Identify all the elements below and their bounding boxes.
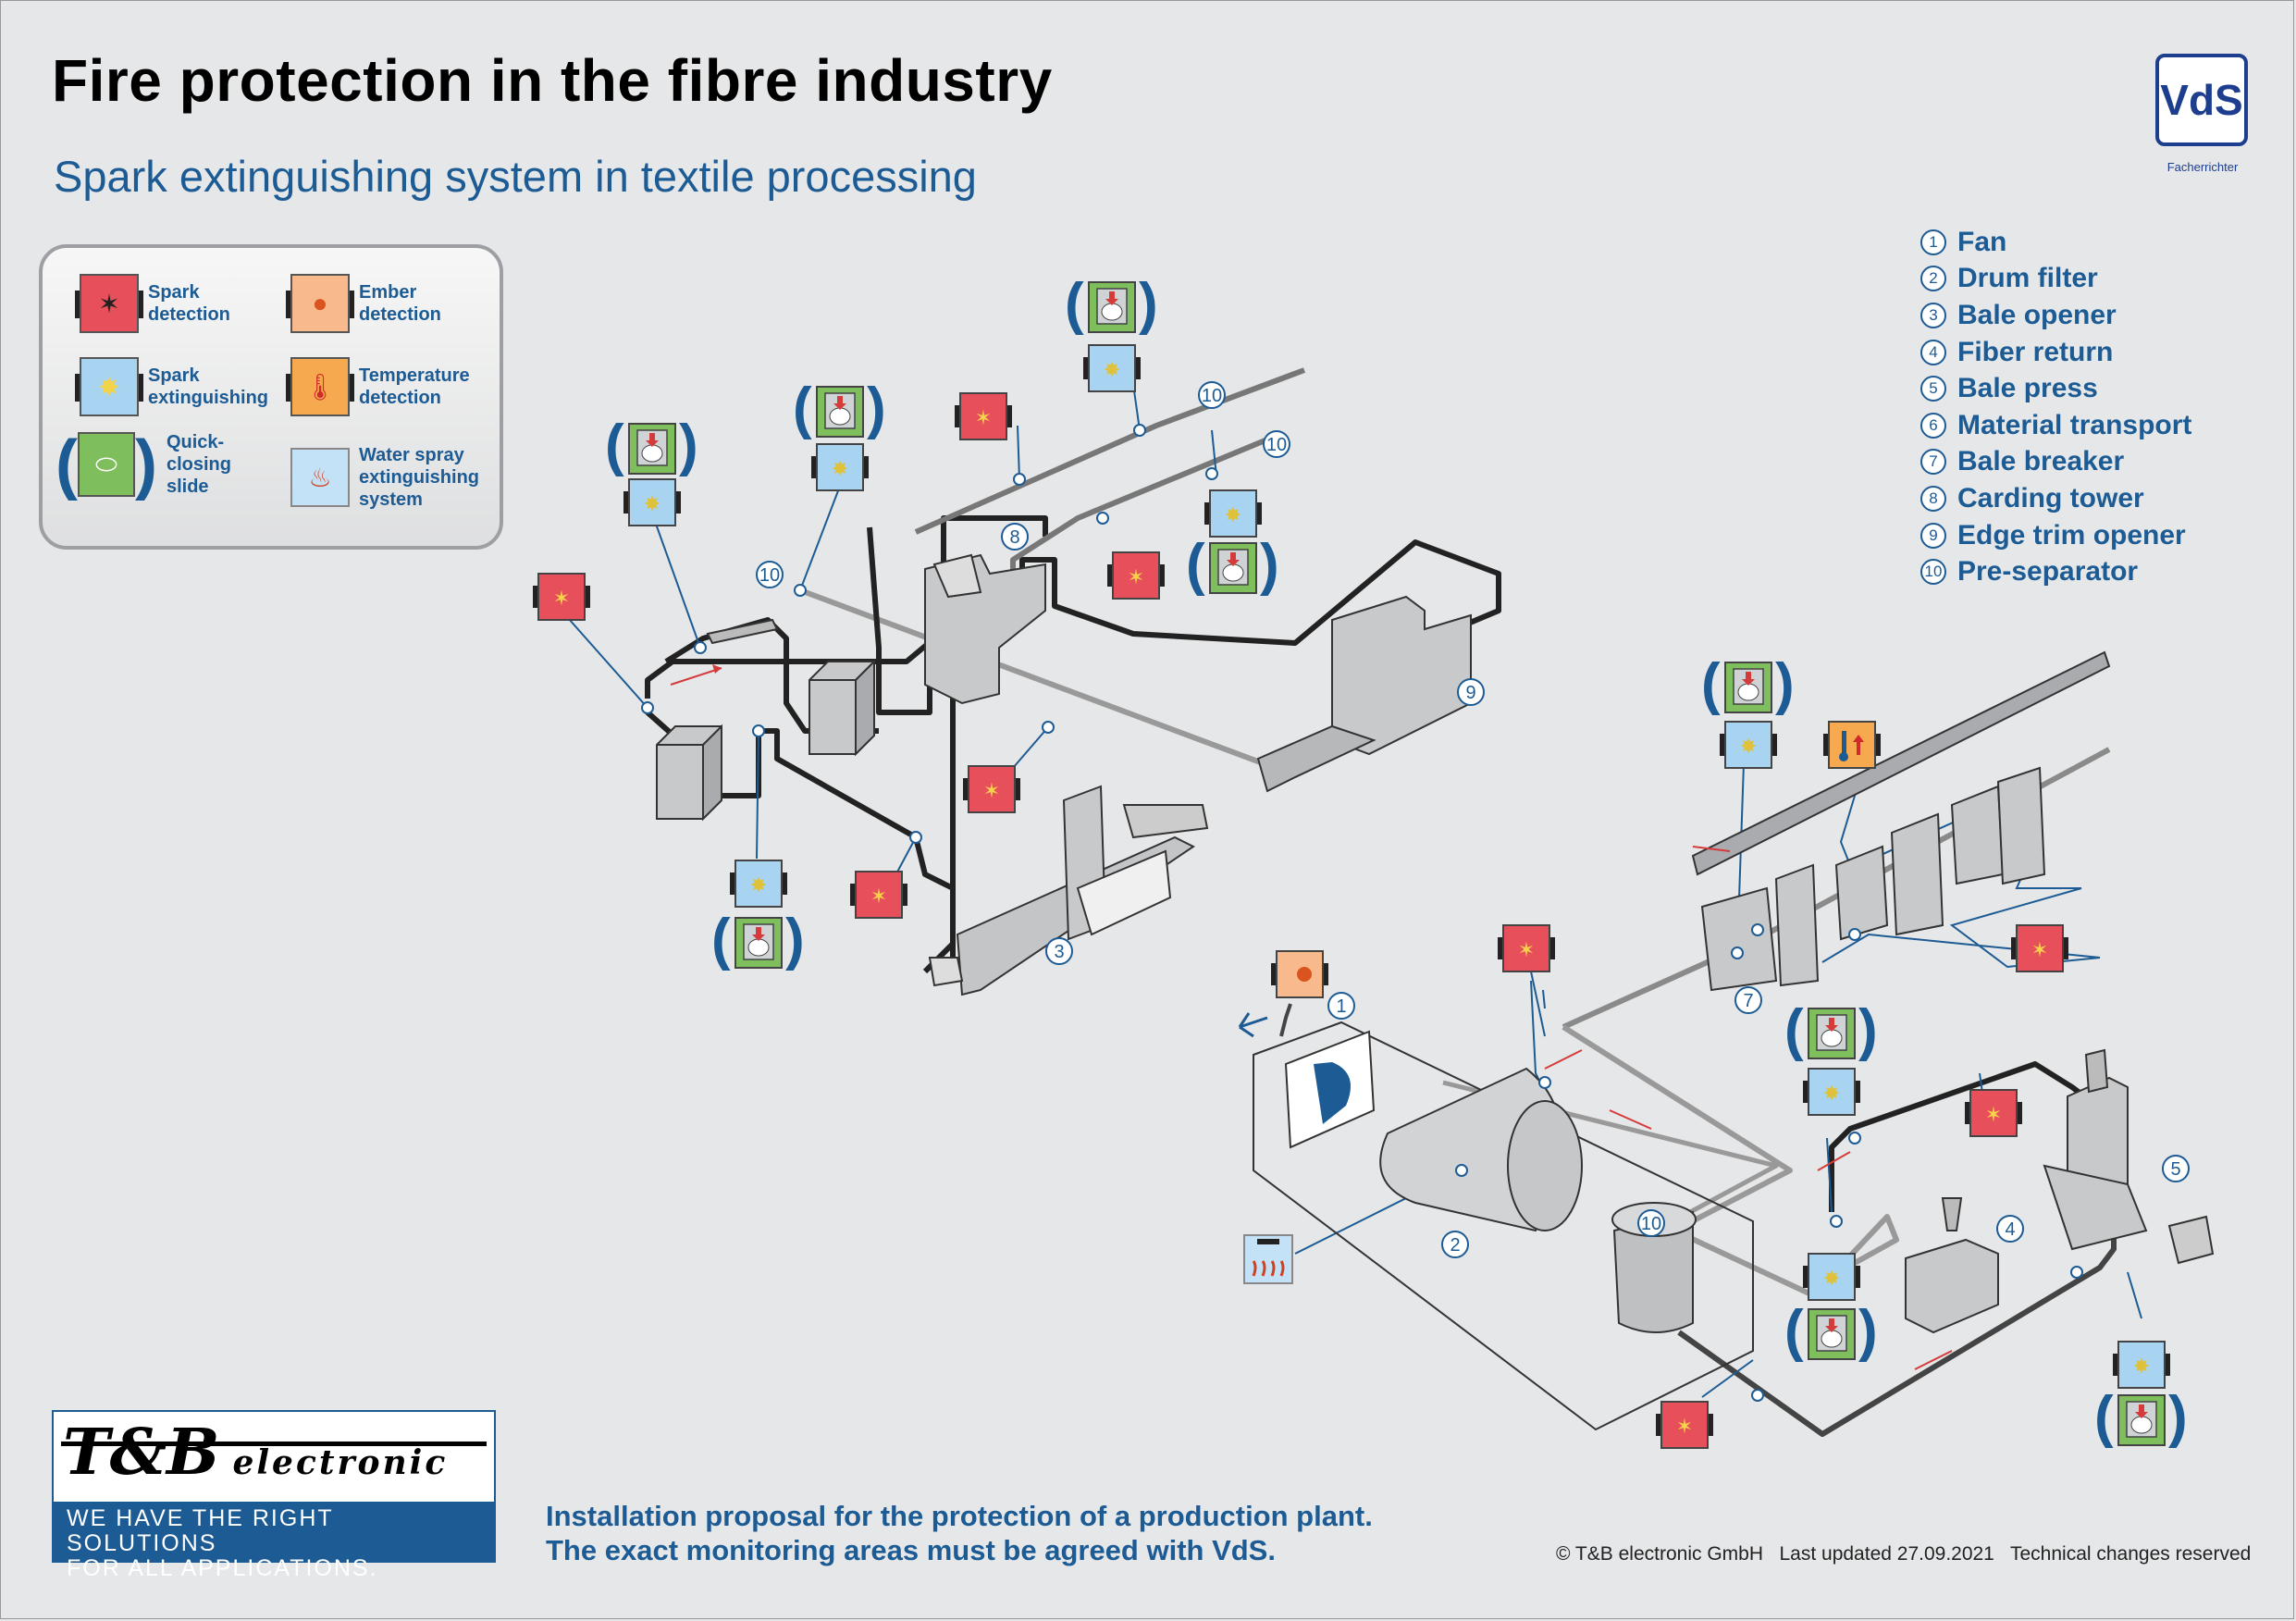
quick-closing-slide-icon xyxy=(792,376,887,441)
spark-detector-icon xyxy=(1106,551,1166,600)
legend-item-quick-closing-slide: ( ⬭ ) Quick-closing slide xyxy=(56,427,231,501)
spark-detector-icon xyxy=(1964,1089,2023,1137)
vds-caption: Facherrichter xyxy=(2166,160,2239,174)
company-logo: T&B electronic WE HAVE THE RIGHT SOLUTION… xyxy=(52,1410,496,1581)
tag-1: 1 xyxy=(1327,992,1355,1020)
legend-item-ember-detection: ● Ember detection xyxy=(286,274,461,333)
quick-closing-slide-icon xyxy=(604,413,699,478)
water-spray-icon: ♨ xyxy=(290,448,350,507)
svg-text:7: 7 xyxy=(1743,991,1753,1011)
installation-note: Installation proposal for the protection… xyxy=(546,1500,1373,1566)
legend-item-spark-extinguishing: ✸ Spark extinguishing xyxy=(75,357,278,416)
tag-10-a: 10 xyxy=(1198,381,1226,409)
spark-detector-icon xyxy=(532,573,591,621)
other-detectors xyxy=(1243,721,1881,1284)
svg-text:5: 5 xyxy=(2170,1159,2180,1180)
spark-extinguisher-icon: ✸ xyxy=(75,357,143,416)
ember-detector-icon: ● xyxy=(286,274,354,333)
spark-detector-icon xyxy=(1655,1401,1714,1449)
quick-closing-slide-icon xyxy=(1064,271,1159,337)
spark-extinguisher-icon xyxy=(1082,344,1142,392)
legend-panel: ✶ Spark detection ● Ember detection ✸ Sp… xyxy=(39,244,503,550)
tag-7: 7 xyxy=(1734,986,1762,1014)
quick-closing-slide-icon xyxy=(1784,1298,1879,1364)
svg-text:10: 10 xyxy=(1266,435,1287,455)
quick-closing-slide-icon xyxy=(1185,532,1280,598)
company-suffix: electronic xyxy=(232,1443,449,1482)
temperature-detector-icon: 🌡 xyxy=(286,357,354,416)
vds-logo: VdS xyxy=(2155,54,2248,146)
spark-detector-icon xyxy=(2010,924,2069,972)
quick-closing-slide-icon xyxy=(710,907,806,972)
tag-10-b: 10 xyxy=(1263,430,1290,458)
diagram-number-tags: 10 10 10 8 9 3 1 2 10 7 4 5 xyxy=(756,381,2190,1258)
tag-2: 2 xyxy=(1441,1231,1469,1258)
spark-detector-icon xyxy=(849,871,908,919)
quick-closing-slide-icon xyxy=(1784,997,1879,1063)
svg-text:2: 2 xyxy=(1450,1235,1460,1256)
svg-text:8: 8 xyxy=(1009,527,1019,548)
tag-8: 8 xyxy=(1001,523,1029,551)
spark-extinguisher-icon xyxy=(1204,489,1263,538)
page-subtitle: Spark extinguishing system in textile pr… xyxy=(54,152,977,201)
temperature-detector-icon xyxy=(1823,721,1881,769)
ember-detector-icon xyxy=(1271,950,1328,998)
water-spray-icon xyxy=(1243,1234,1293,1284)
tag-10-d: 10 xyxy=(1637,1209,1665,1237)
svg-text:3: 3 xyxy=(1054,942,1064,962)
tag-10-c: 10 xyxy=(756,561,784,588)
tag-3: 3 xyxy=(1045,937,1073,965)
svg-text:10: 10 xyxy=(759,565,780,586)
tag-4: 4 xyxy=(1996,1215,2024,1243)
spark-extinguisher-icon xyxy=(810,443,870,491)
spark-extinguisher-icon xyxy=(2112,1341,2171,1389)
svg-text:10: 10 xyxy=(1202,386,1222,406)
legend-item-water-spray: ♨ Water spray extinguishing system xyxy=(290,444,498,511)
svg-text:9: 9 xyxy=(1465,683,1475,703)
spark-detector-icon xyxy=(962,765,1021,813)
svg-text:10: 10 xyxy=(1641,1214,1661,1234)
legend-item-spark-detection: ✶ Spark detection xyxy=(75,274,250,333)
spark-detector-icon: ✶ xyxy=(75,274,143,333)
spark-extinguisher-icon xyxy=(623,478,682,526)
copyright-line: © T&B electronic GmbH Last updated 27.09… xyxy=(1556,1543,2252,1565)
quick-closing-slide-icon: ⬭ xyxy=(77,432,135,497)
tag-9: 9 xyxy=(1457,678,1485,706)
legend-item-temperature-detection: 🌡 Temperature detection xyxy=(286,357,488,416)
quick-closing-slide-icon xyxy=(1700,651,1796,717)
page-title: Fire protection in the fibre industry xyxy=(52,47,1053,114)
spark-extinguisher-icon xyxy=(1802,1068,1861,1116)
spark-extinguisher-icon xyxy=(1719,721,1778,769)
spark-extinguisher-icon xyxy=(729,860,788,908)
company-name: T&B xyxy=(63,1416,220,1490)
machine-shapes xyxy=(656,553,2215,1431)
spark-extinguisher-icon xyxy=(1802,1253,1861,1301)
spark-detector-icon xyxy=(1497,924,1556,972)
svg-text:4: 4 xyxy=(2005,1219,2015,1240)
svg-text:1: 1 xyxy=(1336,996,1346,1017)
tag-5: 5 xyxy=(2162,1155,2190,1182)
quick-closing-slide-icon xyxy=(2093,1384,2189,1450)
company-slogan: WE HAVE THE RIGHT SOLUTIONS FOR ALL APPL… xyxy=(54,1502,494,1581)
spark-detector-icon xyxy=(954,392,1013,440)
